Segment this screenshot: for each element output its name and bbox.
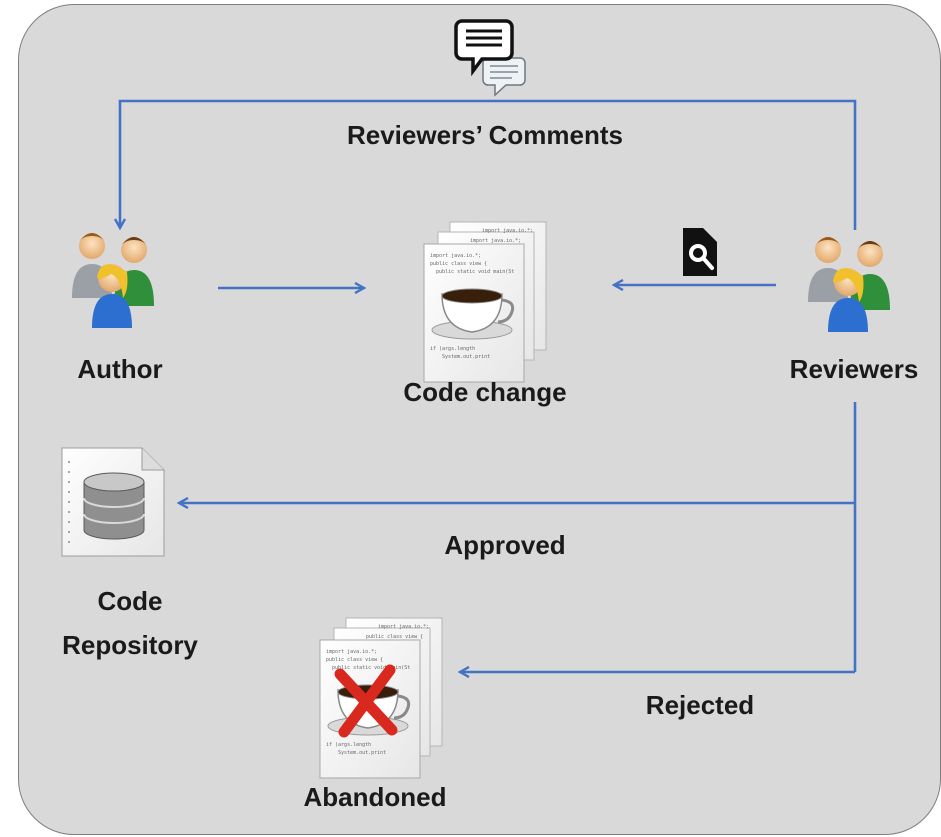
- code-line: public class view {: [366, 634, 423, 640]
- code-line: System.out.print: [338, 750, 386, 756]
- code-line: public class view {: [326, 657, 383, 663]
- code-change-icon: import java.io.*; import java.io.*; impo…: [423, 221, 547, 383]
- author-label: Author: [77, 354, 163, 384]
- code-change-label: Code change: [403, 377, 567, 407]
- code-line: if (args.length: [326, 742, 371, 748]
- reviewers-comments-label: Reviewers’ Comments: [346, 120, 623, 150]
- code-line: public class view {: [430, 261, 487, 267]
- approved-label: Approved: [444, 530, 566, 560]
- rejected-label: Rejected: [645, 690, 755, 720]
- reject-x-icon: [334, 664, 398, 738]
- code-repository-label-line1: Code: [97, 586, 163, 616]
- code-line: import java.io.*;: [430, 253, 481, 259]
- author-people-icon: [72, 233, 154, 328]
- reviewers-label: Reviewers: [789, 354, 919, 384]
- code-repository-label-line2: Repository: [62, 630, 198, 660]
- code-line: import java.io.*;: [470, 238, 521, 244]
- database-document-icon: [61, 447, 165, 557]
- code-line: import java.io.*;: [482, 228, 533, 234]
- comments-arrow: [120, 99, 857, 230]
- magnifier-document-icon: [683, 228, 717, 276]
- diagram-panel: [18, 4, 941, 835]
- abandoned-label: Abandoned: [303, 782, 447, 812]
- code-line: System.out.print: [442, 354, 490, 360]
- code-line: import java.io.*;: [378, 624, 429, 630]
- code-line: public static void main(St: [332, 665, 410, 671]
- reviewers-people-icon: [808, 237, 890, 332]
- abandoned-code-icon: import java.io.*; public class view { im…: [319, 617, 443, 779]
- code-line: if (args.length: [430, 346, 475, 352]
- chat-bubbles-icon: [454, 19, 526, 97]
- arrows: [120, 99, 857, 672]
- code-line: public static void main(St: [436, 269, 514, 275]
- code-line: import java.io.*;: [326, 649, 377, 655]
